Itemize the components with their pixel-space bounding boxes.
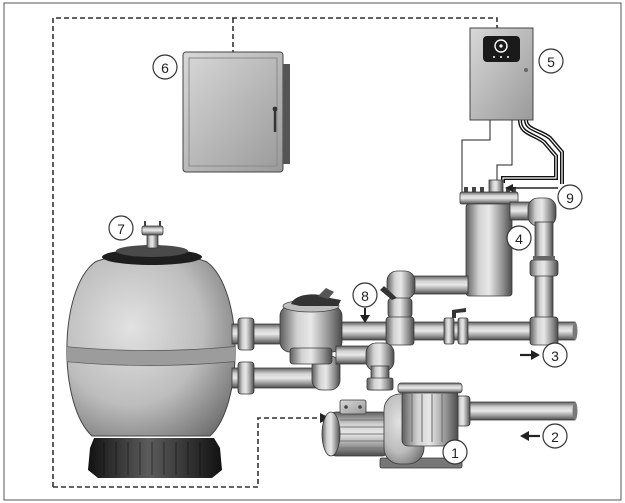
motor-terminal-box <box>339 399 367 415</box>
return-tee <box>529 316 559 346</box>
electrical-panel <box>182 51 290 173</box>
filter-mid-band <box>66 344 236 366</box>
cell-cables <box>461 119 564 192</box>
screw-icon <box>524 68 528 72</box>
callout-4-label: 4 <box>515 231 523 247</box>
filter-lid <box>116 245 188 257</box>
callout-6: 6 <box>152 54 178 80</box>
callout-7-label: 7 <box>117 221 125 237</box>
return-valve-handle-icon <box>452 308 466 318</box>
filter-top-valve-stem <box>146 233 159 249</box>
sand-filter <box>66 221 236 478</box>
valve-bottom <box>289 347 333 365</box>
cell-outlet-pipe <box>509 197 559 323</box>
callout-8: 8 <box>352 282 378 308</box>
ball-valve-handle-icon <box>380 286 397 300</box>
cell-body <box>465 203 513 297</box>
cell-inlet-ball-valve <box>387 297 413 319</box>
multiport-valve <box>279 288 343 365</box>
cell-bolts <box>464 187 516 193</box>
control-box <box>469 27 534 121</box>
valve-handle-icon <box>291 294 341 306</box>
control-display <box>483 36 520 62</box>
callout-2: 2 <box>542 423 568 449</box>
filter-tank <box>66 254 236 437</box>
flow-arrows <box>360 184 558 441</box>
callout-7: 7 <box>108 215 134 241</box>
cell-flange <box>459 191 519 205</box>
cell-terminal <box>488 179 504 193</box>
callout-3: 3 <box>542 342 568 368</box>
cell-outlet-union <box>529 259 559 277</box>
pump-feed-pipe <box>335 342 395 391</box>
filter-top-valve-cap <box>141 225 164 236</box>
wiring-main-loop <box>52 17 498 487</box>
filter-base <box>88 438 222 478</box>
control-dial-icon <box>494 39 508 53</box>
arrow-left-icon <box>520 431 540 441</box>
pump-strainer-housing <box>401 389 459 447</box>
wiring-to-pump-motor <box>53 417 320 488</box>
callout-9-label: 9 <box>566 190 574 206</box>
pump-strainer-lid <box>397 382 463 394</box>
callout-6-label: 6 <box>161 60 169 76</box>
callout-2-label: 2 <box>551 429 559 445</box>
cell-inlet-pipe <box>380 270 469 346</box>
arrow-left-pointer-icon <box>505 184 558 192</box>
callout-8-label: 8 <box>361 288 369 304</box>
callout-1: 1 <box>442 439 468 465</box>
callouts: 1 2 3 4 5 6 7 8 <box>108 48 583 465</box>
pump <box>321 382 463 469</box>
callout-9: 9 <box>557 184 583 210</box>
valve-body <box>279 305 343 353</box>
filter-upper-flange <box>237 317 255 351</box>
return-valve-union-left <box>443 317 455 345</box>
cell-inlet-tee <box>385 316 415 346</box>
pump-feed-union <box>366 377 394 391</box>
motor-end-cap <box>321 411 341 457</box>
filter-pipes <box>231 317 341 395</box>
callout-3-label: 3 <box>551 348 559 364</box>
callout-1-label: 1 <box>451 445 459 461</box>
return-valve-union-right <box>457 317 469 345</box>
callout-5-label: 5 <box>547 54 555 70</box>
filter-lower-flange <box>237 361 255 395</box>
electrolysis-cell <box>459 179 519 297</box>
arrow-down-icon <box>360 308 370 323</box>
callout-4: 4 <box>506 225 532 251</box>
arrow-right-icon <box>520 350 540 360</box>
callout-5: 5 <box>538 48 564 74</box>
